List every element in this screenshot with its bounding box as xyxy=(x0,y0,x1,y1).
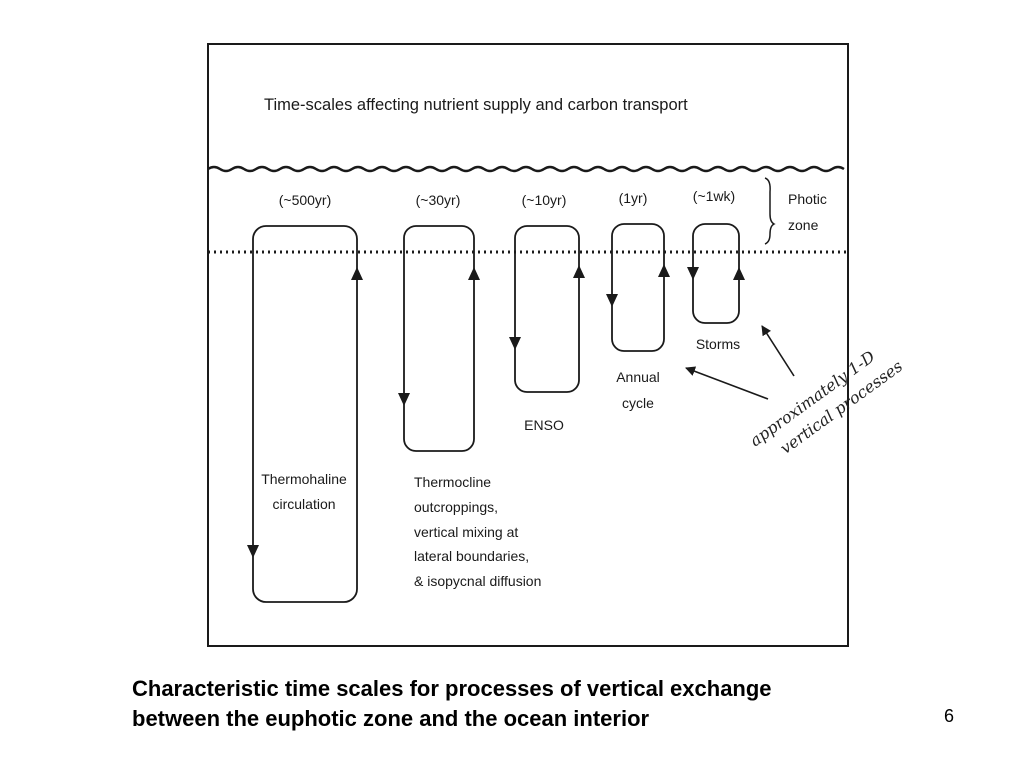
annual-label-line2: cycle xyxy=(622,395,654,411)
thermocline-label-line3: vertical mixing at xyxy=(414,524,518,540)
caption-line1: Characteristic time scales for processes… xyxy=(132,676,772,701)
ocean-timescale-diagram: Time-scales affecting nutrient supply an… xyxy=(207,43,906,647)
thermocline-upward-arrow xyxy=(468,267,480,280)
timescale-annual: (1yr) xyxy=(619,190,648,206)
timescale-thermocline: (~30yr) xyxy=(416,192,461,208)
thermohaline-cell-loop xyxy=(252,225,358,603)
annual-downward-arrow xyxy=(606,294,618,307)
storms-downward-arrow xyxy=(687,267,699,280)
sea-surface-line xyxy=(207,165,845,173)
figure-title: Time-scales affecting nutrient supply an… xyxy=(264,96,688,114)
thermocline-label-line2: outcroppings, xyxy=(414,499,498,515)
thermohaline-label-line1: Thermohaline xyxy=(261,471,347,487)
figure-frame xyxy=(207,43,849,647)
thermohaline-downward-arrow xyxy=(247,545,259,558)
enso-downward-arrow xyxy=(509,337,521,350)
slide-caption: Characteristic time scales for processes… xyxy=(132,674,912,734)
enso-cell-loop xyxy=(514,225,580,393)
annotation-arrow-to-annual xyxy=(685,366,769,400)
photic-zone-label-line2: zone xyxy=(788,217,819,233)
photic-zone-label-line1: Photic xyxy=(788,191,827,207)
thermocline-cell-loop xyxy=(403,225,475,452)
annual-cell-loop xyxy=(611,223,665,352)
annual-upward-arrow xyxy=(658,264,670,277)
storms-upward-arrow xyxy=(733,267,745,280)
annual-label-line1: Annual xyxy=(616,369,660,385)
thermohaline-label-line2: circulation xyxy=(272,496,335,512)
photic-zone-bracket xyxy=(764,177,776,245)
timescale-enso: (~10yr) xyxy=(522,192,567,208)
thermocline-label-line5: & isopycnal diffusion xyxy=(414,573,541,589)
caption-line2: between the euphotic zone and the ocean … xyxy=(132,706,650,731)
annotation-arrow-to-storms xyxy=(761,325,795,377)
timescale-thermohaline: (~500yr) xyxy=(279,192,332,208)
thermocline-label-line4: lateral boundaries, xyxy=(414,548,529,564)
storms-cell-loop xyxy=(692,223,740,324)
enso-upward-arrow xyxy=(573,265,585,278)
timescale-storms: (~1wk) xyxy=(693,188,735,204)
page-number: 6 xyxy=(944,706,955,726)
storms-label: Storms xyxy=(696,336,740,352)
thermocline-label-line1: Thermocline xyxy=(414,474,491,490)
thermohaline-upward-arrow xyxy=(351,267,363,280)
enso-label: ENSO xyxy=(524,417,564,433)
thermocline-downward-arrow xyxy=(398,393,410,406)
